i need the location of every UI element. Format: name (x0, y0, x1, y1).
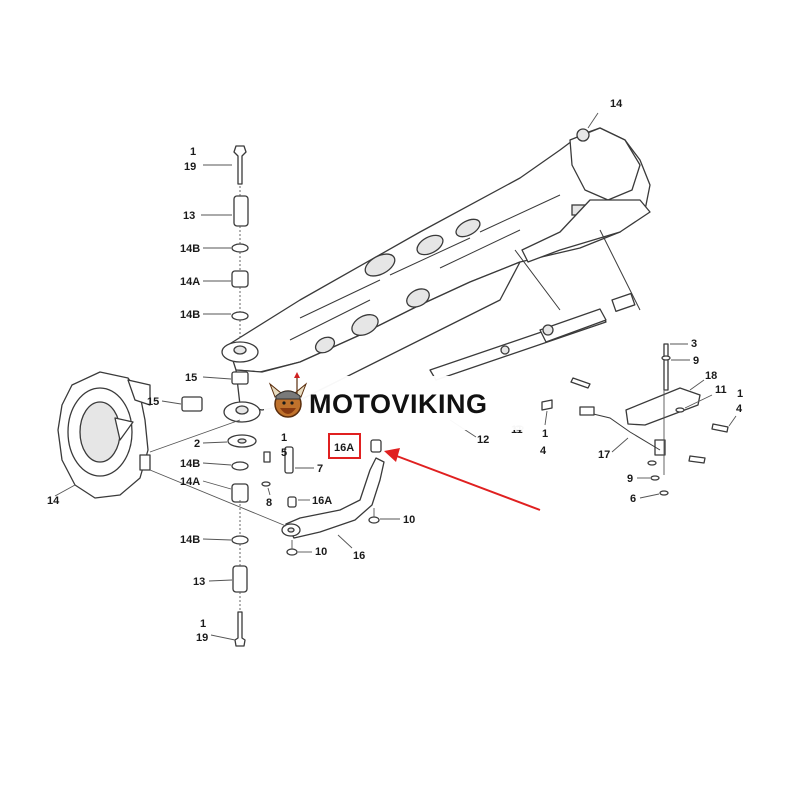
callout-label: 7 (317, 463, 323, 475)
callout-label: 14B (180, 309, 200, 321)
callout-label: 1 (281, 432, 287, 444)
callout-label: 14 (610, 98, 623, 110)
watermark: MOTOVIKING (264, 372, 534, 430)
callout-label: 4 (736, 403, 743, 415)
callout-label: 16 (353, 550, 365, 562)
callout-label: 2 (194, 438, 200, 450)
brand-name: MOTOVIKING (309, 389, 488, 419)
callout-label: 13 (183, 210, 195, 222)
kingpin-stack (181, 145, 257, 647)
highlight-box (328, 433, 361, 459)
callout-label: 1 (542, 428, 548, 440)
callout-label: 14B (180, 458, 200, 470)
callout-labels: 14 1 19 13 14B 14A 14B 15 15 2 14B 14A 1… (47, 98, 743, 644)
callout-label: 14B (180, 243, 200, 255)
track-rod-arm (149, 419, 385, 556)
callout-label: 17 (598, 449, 610, 461)
callout-label: 10 (315, 546, 327, 558)
callout-label: 19 (196, 632, 208, 644)
callout-label: 14A (180, 276, 200, 288)
viking-mascot-icon (268, 372, 308, 418)
callout-label: 6 (630, 493, 636, 505)
callout-label: 15 (185, 372, 197, 384)
callout-label: 16A (312, 495, 332, 507)
highlight-label: 16A (334, 442, 354, 454)
callout-label: 14B (180, 534, 200, 546)
callout-label: 11 (715, 384, 727, 396)
knuckle-housing (54, 371, 151, 499)
callout-label: 5 (281, 447, 287, 459)
callout-label: 8 (266, 497, 272, 509)
callout-label: 14 (47, 495, 60, 507)
callout-label: 1 (200, 618, 206, 630)
callout-label: 9 (693, 355, 699, 367)
callout-label: 13 (193, 576, 205, 588)
fasteners-right (514, 343, 729, 496)
highlight-callout: 16A (328, 433, 541, 511)
steering-cylinder (429, 229, 641, 381)
arrow-head-icon (384, 448, 400, 462)
callout-label: 1 (190, 146, 196, 158)
callout-label: 19 (184, 161, 196, 173)
callout-label: 18 (705, 370, 717, 382)
callout-label: 10 (403, 514, 415, 526)
callout-label: 12 (477, 434, 489, 446)
red-arrow (393, 454, 541, 511)
callout-label: 15 (147, 396, 159, 408)
callout-label: 14A (180, 476, 200, 488)
callout-label: 4 (540, 445, 547, 457)
callout-label: 1 (737, 388, 743, 400)
callout-label: 9 (627, 473, 633, 485)
axle-beam (221, 127, 651, 423)
callout-label: 3 (691, 338, 697, 350)
